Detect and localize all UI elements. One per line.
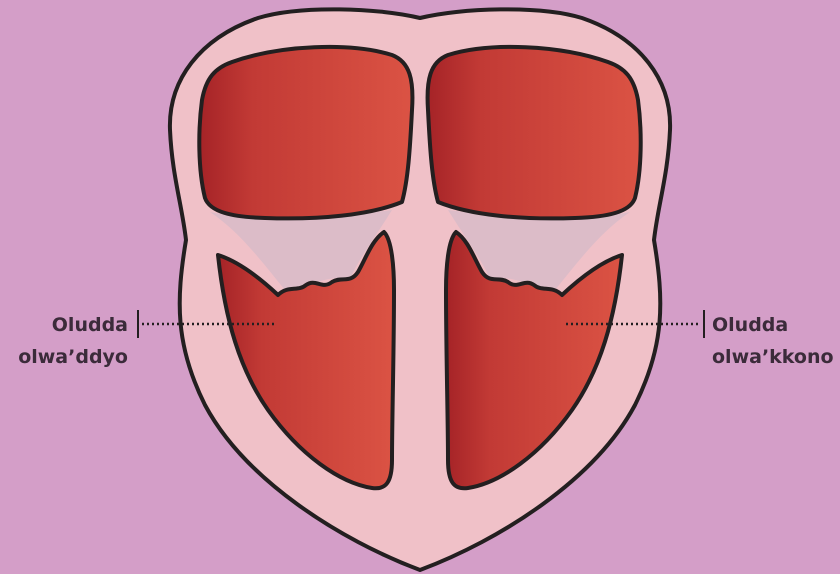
right-label-line1: Oludda	[712, 314, 788, 336]
left-label-line1: Oludda	[52, 314, 128, 336]
right-atrium	[199, 47, 412, 218]
left-atrium	[428, 47, 641, 218]
right-label-line2: olwa’kkono	[712, 346, 834, 368]
left-label-line2: olwa’ddyo	[18, 346, 128, 368]
